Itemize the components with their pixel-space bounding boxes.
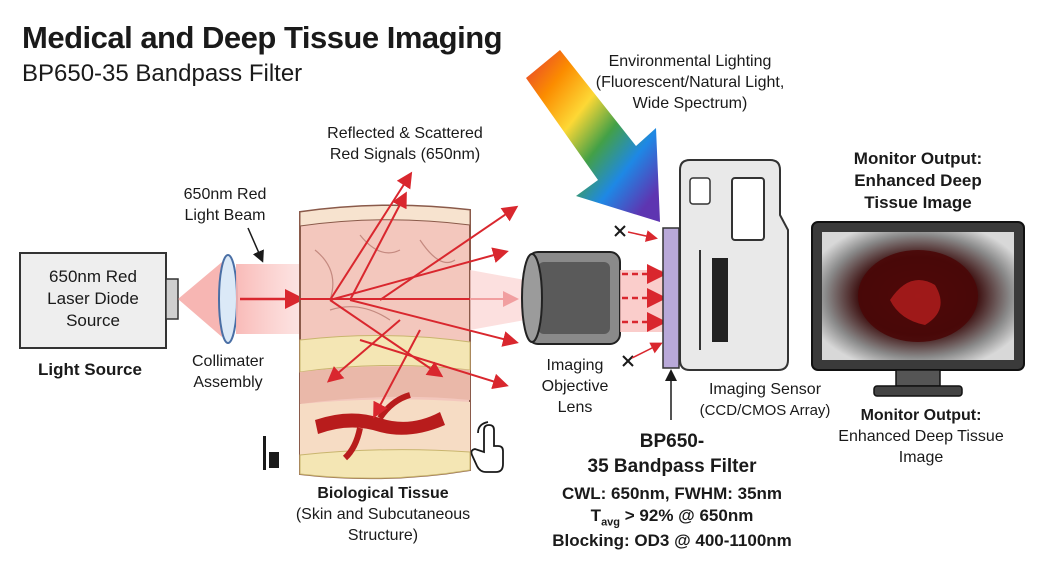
monitor bbox=[811, 221, 1025, 397]
bandpass-filter-plate bbox=[662, 227, 680, 369]
beam-label: 650nm Red Light Beam bbox=[183, 186, 267, 224]
tissue-label: Biological Tissue (Skin and Subcutaneous… bbox=[295, 485, 471, 544]
block-x-icon bbox=[614, 225, 663, 367]
light-source-label: Light Source bbox=[38, 360, 142, 379]
imaging-sensor-label: Imaging Sensor (CCD/CMOS Array) bbox=[699, 381, 831, 419]
spec-tavg: Tavg > 92% @ 650nm bbox=[590, 506, 754, 529]
pointing-hand-icon bbox=[470, 421, 504, 473]
monitor-output-top-label: Monitor Output: Enhanced Deep Tissue Ima… bbox=[853, 149, 983, 213]
laser-source-label: 650nm Red Laser Diode Source bbox=[47, 267, 139, 331]
bookmark-glyph-icon bbox=[263, 436, 279, 470]
objective-lens-label: Imaging Objective Lens bbox=[541, 357, 609, 416]
collimator-label: Collimater Assembly bbox=[191, 353, 264, 391]
biological-tissue bbox=[299, 204, 471, 480]
camera-body bbox=[679, 159, 789, 371]
monitor-output-bottom-label: Monitor Output: Enhanced Deep Tissue Ima… bbox=[838, 407, 1004, 466]
environmental-light-arrow bbox=[526, 50, 660, 222]
filter-title: BP650- 35 Bandpass Filter bbox=[587, 431, 757, 477]
collimator-lens bbox=[218, 254, 238, 344]
imaging-objective-lens bbox=[521, 251, 621, 345]
beam-label-pointer bbox=[247, 227, 264, 263]
laser-diode-source bbox=[19, 252, 179, 349]
reflected-label: Reflected & Scattered Red Signals (650nm… bbox=[327, 125, 483, 163]
laser-cone bbox=[178, 262, 222, 337]
environmental-lighting-label: Environmental Lighting (Fluorescent/Natu… bbox=[595, 53, 785, 112]
filter-specs: CWL: 650nm, FWHM: 35nm Tavg > 92% @ 650n… bbox=[530, 483, 814, 552]
spec-cwl: CWL: 650nm, FWHM: 35nm bbox=[561, 484, 783, 503]
spec-blocking: Blocking: OD3 @ 400-1100nm bbox=[552, 530, 792, 550]
page-subtitle: BP650-35 Bandpass Filter bbox=[22, 60, 303, 87]
page-title: Medical and Deep Tissue Imaging bbox=[22, 20, 503, 55]
